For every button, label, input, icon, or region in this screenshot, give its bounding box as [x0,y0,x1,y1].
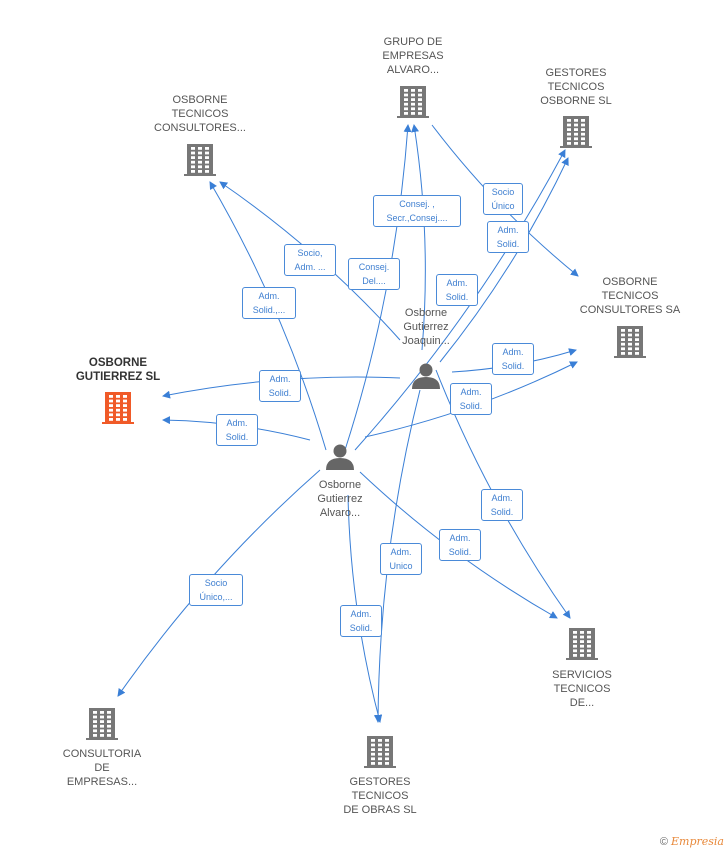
building-icon[interactable] [364,736,396,768]
edge-label[interactable]: Adm. Solid. [216,414,258,446]
building-icon[interactable] [614,326,646,358]
edge-label[interactable]: Adm. Solid. [487,221,529,253]
edge-line [439,157,569,363]
node-label-gestores-tecnicos-osborne-sl[interactable]: GESTORES TECNICOS OSBORNE SL [540,67,612,107]
brand-name: Empresia [671,835,724,848]
edge-label[interactable]: Adm. Solid. [481,489,523,521]
footer-brand[interactable]: © Empresia [660,835,724,848]
edge-label[interactable]: Adm. Solid. [439,529,481,561]
edge-label[interactable]: Adm. Solid. [340,605,382,637]
node-label-consultoria-de-empresas[interactable]: CONSULTORIA DE EMPRESAS... [62,748,142,788]
building-icon[interactable] [566,628,598,660]
edge-label[interactable]: Adm. Solid. [450,383,492,415]
person-icon[interactable] [412,363,440,390]
copyright-symbol: © [659,836,668,848]
building-icon[interactable] [102,392,134,424]
edge-label[interactable]: Socio Único [483,183,523,215]
node-label-servicios-tecnicos-de[interactable]: SERVICIOS TECNICOS DE... [552,669,612,709]
node-label-osborne-tecnicos-consultores[interactable]: OSBORNE TECNICOS CONSULTORES... [154,94,246,134]
node-label-osborne-tecnicos-consultores-sa[interactable]: OSBORNE TECNICOS CONSULTORES SA [579,276,681,316]
edge-label[interactable]: Consej. , Secr.,Consej.... [373,195,461,227]
building-icon[interactable] [184,144,216,176]
node-label-osborne-gutierrez-sl[interactable]: OSBORNE GUTIERREZ SL [75,357,161,383]
node-label-osborne-gutierrez-alvaro[interactable]: Osborne Gutierrez Alvaro... [317,479,363,519]
person-icon[interactable] [326,444,354,471]
edge-label[interactable]: Socio Único,... [189,574,243,606]
edge-label[interactable]: Adm. Solid. [436,274,478,306]
edge-label[interactable]: Socio, Adm. ... [284,244,336,276]
node-label-grupo-de-empresas-alvaro[interactable]: GRUPO DE EMPRESAS ALVARO... [382,36,444,76]
edge-line [411,124,426,351]
edge-line [354,149,566,451]
edge-label[interactable]: Consej. Del.... [348,258,400,290]
edge-label[interactable]: Adm. Solid. [259,370,301,402]
edge-label[interactable]: Adm. Solid. [492,343,534,375]
building-icon[interactable] [86,708,118,740]
edge-label[interactable]: Adm. Unico [380,543,422,575]
building-icon[interactable] [560,116,592,148]
building-icon[interactable] [397,86,429,118]
node-label-gestores-tecnicos-de-obras-sl[interactable]: GESTORES TECNICOS DE OBRAS SL [343,776,417,816]
node-label-osborne-gutierrez-joaquin[interactable]: Osborne Gutierrez Joaquin... [402,307,450,347]
edge-label[interactable]: Adm. Solid.,... [242,287,296,319]
